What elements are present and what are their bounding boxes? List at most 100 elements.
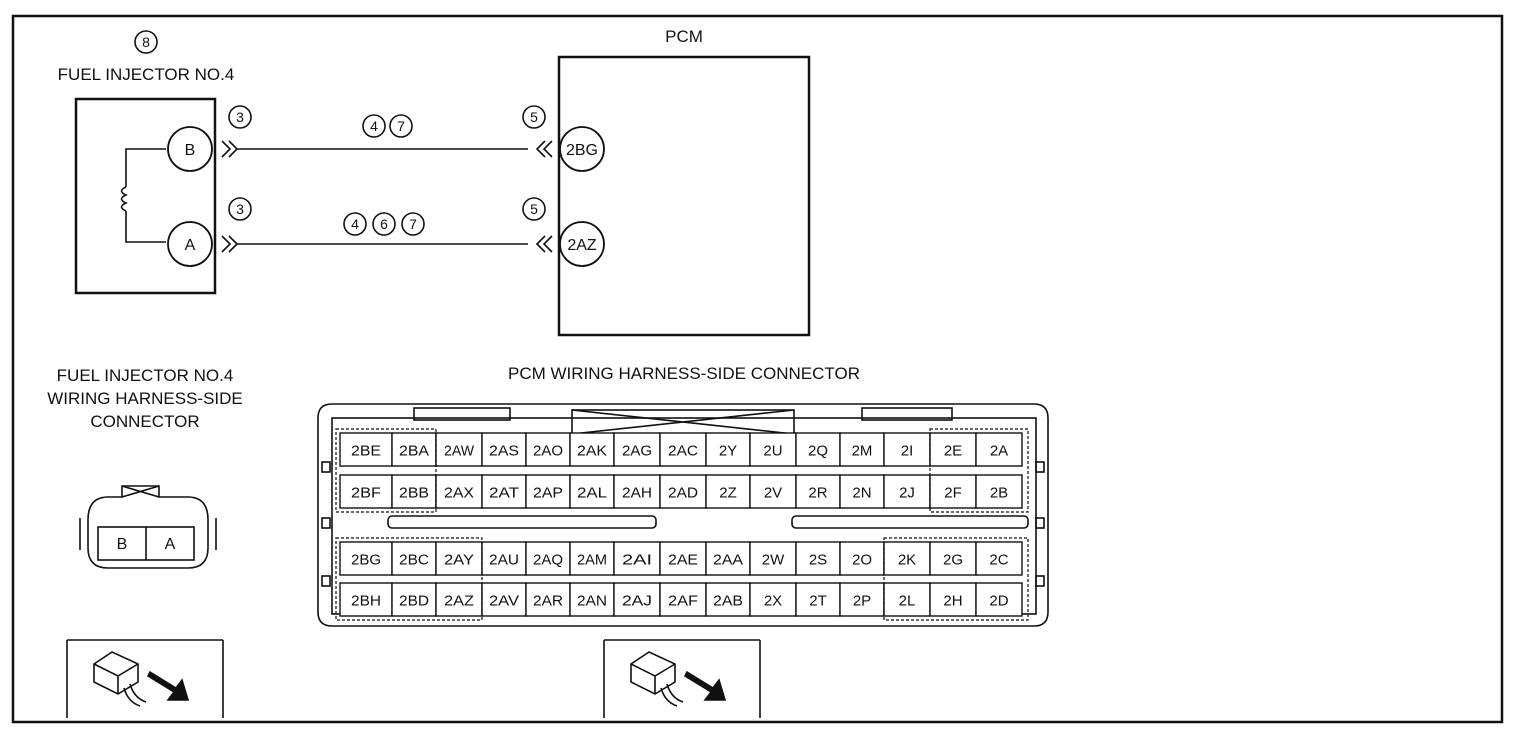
pcm-connector-cell [339, 474, 393, 509]
pcm-connector-cell-label: 2AB [713, 593, 743, 610]
injector-connector-title-line3: CONNECTOR [90, 412, 199, 431]
svg-text:5: 5 [530, 109, 538, 125]
pcm-box [557, 55, 811, 337]
pcm-connector-cell [659, 582, 707, 617]
pcm-connector-cell [339, 432, 393, 467]
pcm-connector-cell-label: 2C [989, 552, 1008, 569]
pcm-connector-cell [481, 582, 527, 617]
pcm-connector-cell [569, 474, 615, 509]
injector-pin-b: B [167, 126, 213, 172]
pcm-connector-cell [569, 541, 615, 576]
pcm-connector-cell [975, 432, 1023, 467]
svg-text:6: 6 [380, 216, 388, 232]
pcm-connector-cell [883, 541, 931, 576]
svg-text:3: 3 [236, 109, 244, 125]
injector-connector-face [79, 485, 217, 569]
injector-connector-pin-b: B [117, 536, 128, 553]
svg-text:4: 4 [351, 216, 359, 232]
pcm-connector-cell-label: 2AN [577, 593, 607, 610]
pcm-connector-cell-label: 2J [899, 485, 915, 502]
pcm-connector-cell-label: 2S [809, 552, 827, 569]
pcm-connector-cell-label: 2AT [489, 485, 519, 502]
pcm-connector-cell-label: 2AZ [444, 593, 474, 610]
pcm-connector-cell-label: 2B [990, 485, 1008, 502]
pcm-connector-cell [613, 432, 661, 467]
pcm-callout-top: 5 [522, 105, 546, 129]
pcm-connector-cell-label: 2O [852, 552, 872, 569]
pcm-connector-cell-label: 2AY [444, 552, 474, 569]
pcm-connector-cell [525, 432, 571, 467]
pcm-connector-cell-label: 2BG [351, 552, 381, 569]
pcm-connector-cell [613, 541, 661, 576]
pcm-connector-cell-label: 2BB [399, 485, 429, 502]
pcm-connector-cavity-group [929, 428, 1029, 513]
pcm-connector-cell [749, 474, 797, 509]
pcm-connector-cell [391, 582, 437, 617]
pcm-connector-cell-label: 2F [944, 485, 962, 502]
pcm-connector-cell [929, 474, 977, 509]
pcm-connector-cell [391, 432, 437, 467]
pcm-connector-cell-label: 2AS [489, 443, 519, 460]
pcm-connector-cell [659, 432, 707, 467]
pcm-connector-cell-label: 2E [944, 443, 962, 460]
injector-callout-b: 3 [228, 105, 252, 129]
pcm-connector-cell [435, 541, 483, 576]
pcm-connector-cell-label: 2AC [668, 443, 698, 460]
pcm-connector-cell-label: 2AP [533, 485, 563, 502]
pcm-connector-cell-label: 2AE [668, 552, 698, 569]
pcm-connector-cell-label: 2AI [622, 552, 652, 569]
pcm-connector-cell-label: 2X [764, 593, 782, 610]
injector-box [74, 97, 217, 295]
pcm-connector-cell [481, 432, 527, 467]
pcm-connector-cell-label: 2AQ [533, 552, 563, 569]
wire-top-callouts: 4 7 [362, 114, 413, 138]
pcm-connector-cell-label: 2AK [577, 443, 607, 460]
pcm-connector-cell-label: 2AX [444, 485, 474, 502]
pcm-connector-cell-label: 2AV [489, 593, 519, 610]
pcm-connector-cell [391, 541, 437, 576]
pcm-connector-cell [525, 474, 571, 509]
pcm-connector-cell-label: 2AW [444, 443, 475, 460]
pcm-connector-cell [705, 432, 751, 467]
svg-text:3: 3 [236, 201, 244, 217]
pcm-connector-cell [929, 582, 977, 617]
wire-top [221, 140, 553, 158]
pcm-connector-cell-label: 2D [989, 593, 1008, 610]
pcm-title: PCM [665, 27, 703, 46]
pcm-connector-cell-label: 2BC [399, 552, 429, 569]
svg-text:7: 7 [397, 118, 405, 134]
pcm-connector-cell [839, 432, 885, 467]
injector-pin-a: A [167, 221, 213, 267]
pcm-connector-cell-label: 2BH [351, 593, 381, 610]
pcm-connector-cell-label: 2AH [622, 485, 652, 502]
injector-callout-a: 3 [228, 197, 252, 221]
svg-text:2BG: 2BG [566, 142, 598, 159]
pcm-connector-cell [481, 474, 527, 509]
pcm-connector-cell [883, 432, 931, 467]
pcm-callout-bottom: 5 [522, 197, 546, 221]
injector-connector-title-line1: FUEL INJECTOR NO.4 [57, 366, 234, 385]
pcm-connector-cell [929, 541, 977, 576]
pcm-connector-cell-label: 2AF [668, 593, 698, 610]
pcm-connector-cell [613, 582, 661, 617]
pcm-connector-cell-label: 2N [852, 485, 871, 502]
injector-coil [120, 148, 166, 243]
injector-connector-title-line2: WIRING HARNESS-SIDE [47, 389, 243, 408]
pcm-connector-cell-label: 2V [764, 485, 782, 502]
pcm-connector-cell-label: 2AR [533, 593, 563, 610]
pcm-connector-cell-label: 2BE [351, 443, 381, 460]
pcm-connector-cell-label: 2I [901, 443, 914, 460]
injector-title: FUEL INJECTOR NO.4 [58, 65, 235, 84]
pcm-connector-cell [975, 541, 1023, 576]
pcm-connector-cell-label: 2M [852, 443, 873, 460]
injector-connection-view-icon [66, 639, 224, 718]
pcm-connector-cell [839, 474, 885, 509]
pcm-connector-cell-label: 2BA [399, 443, 429, 460]
pcm-connector-cell-label: 2AU [489, 552, 519, 569]
pcm-connector-cell [391, 474, 437, 509]
pcm-connector-cell-label: 2AG [622, 443, 652, 460]
pcm-connector-cell-label: 2W [762, 552, 785, 569]
pcm-connector-cell-label: 2AL [577, 485, 607, 502]
